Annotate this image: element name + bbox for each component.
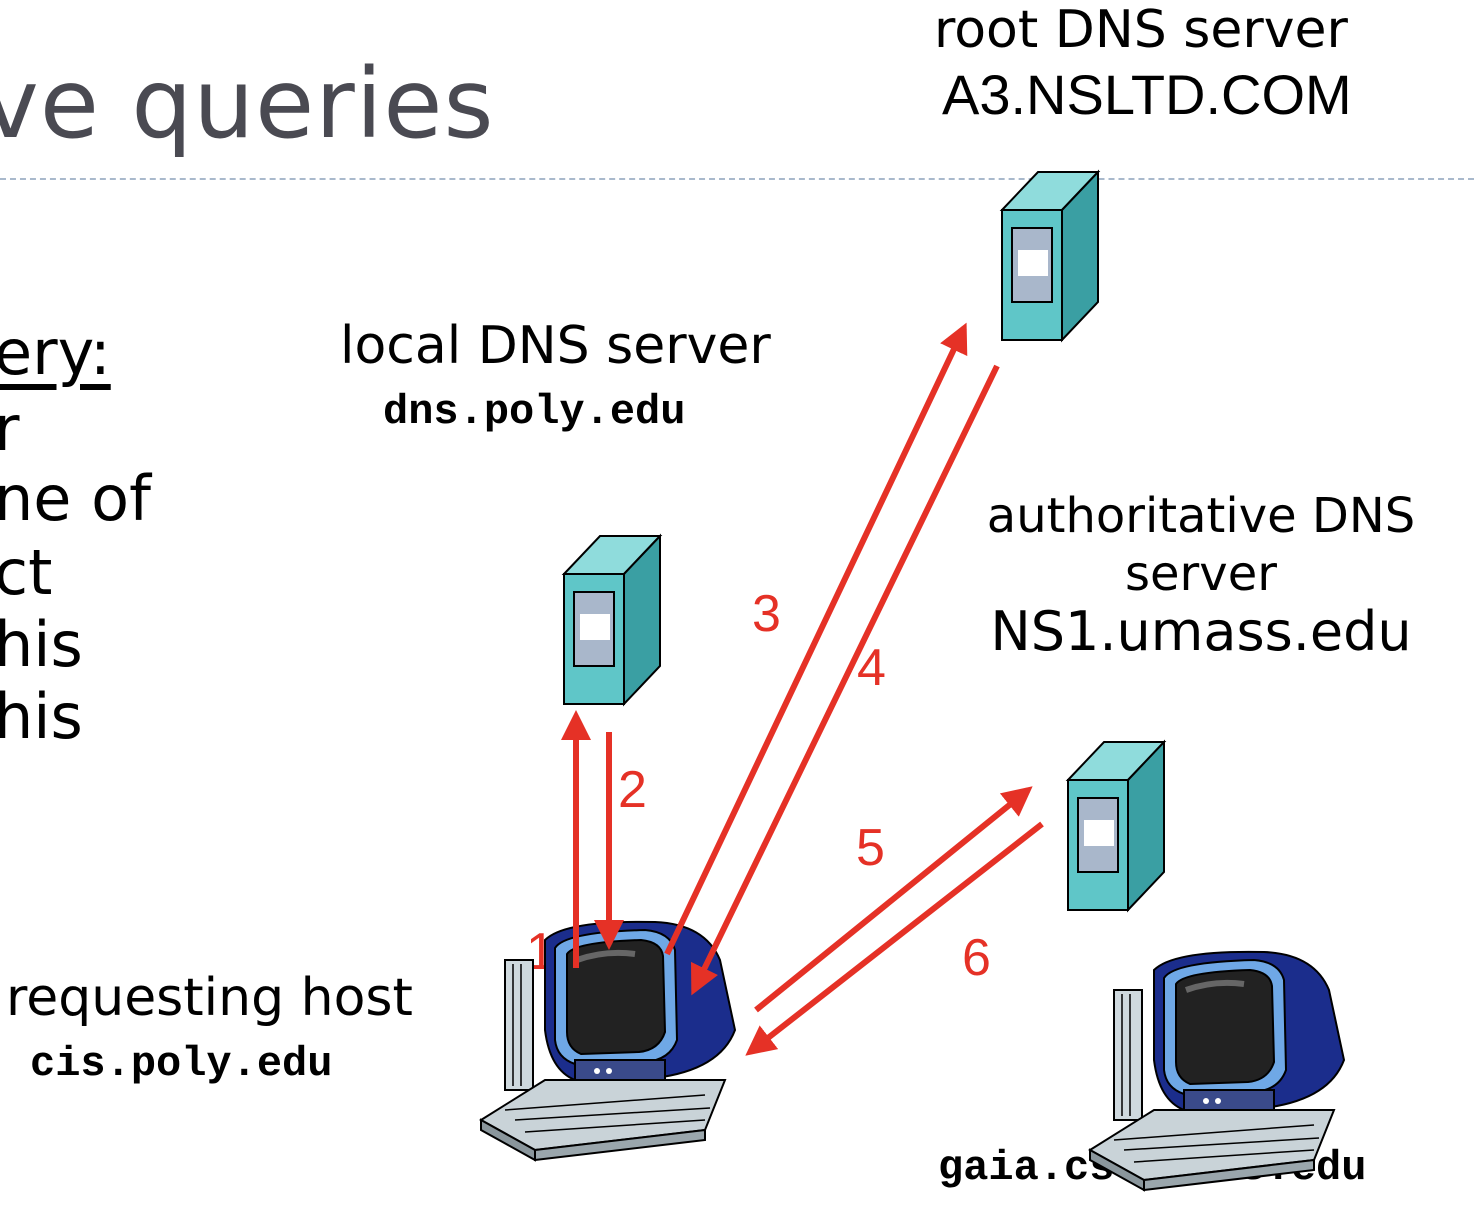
local-server-icon [563,535,661,705]
arrow-step-4 [690,364,1000,996]
local-server-label: local DNS server [340,316,771,376]
local-server-hostname: dns.poly.edu [383,388,686,436]
auth-server-label-1: authoritative DNS [986,488,1416,544]
left-line-4: his [0,608,83,681]
left-line-5: his [0,680,83,753]
arrow-step-5 [754,786,1033,1013]
left-line-1: r [0,392,20,465]
root-server-hostname: A3.NSLTD.COM [942,63,1352,126]
requesting-host-label: requesting host [6,968,413,1028]
step-5-label: 5 [856,819,885,877]
arrow-step-6 [745,821,1044,1056]
left-line-2: ne of [0,462,151,535]
step-3-label: 3 [752,585,781,643]
arrow-step-3 [664,322,968,956]
left-line-3: ct [0,536,53,609]
left-heading: ery: [0,316,111,389]
auth-server-label-2: server [1125,546,1277,602]
slide-title: ve queries [0,48,495,160]
title-divider [0,178,1474,180]
root-server-label: root DNS server [934,0,1348,60]
target-host-icon [1090,952,1344,1190]
auth-server-hostname: NS1.umass.edu [990,600,1412,663]
step-6-label: 6 [962,929,991,987]
root-server-icon [1001,171,1099,341]
requesting-host-hostname: cis.poly.edu [30,1040,333,1088]
requesting-host-icon [481,922,735,1160]
step-2-label: 2 [618,761,647,819]
auth-server-icon [1067,741,1165,911]
